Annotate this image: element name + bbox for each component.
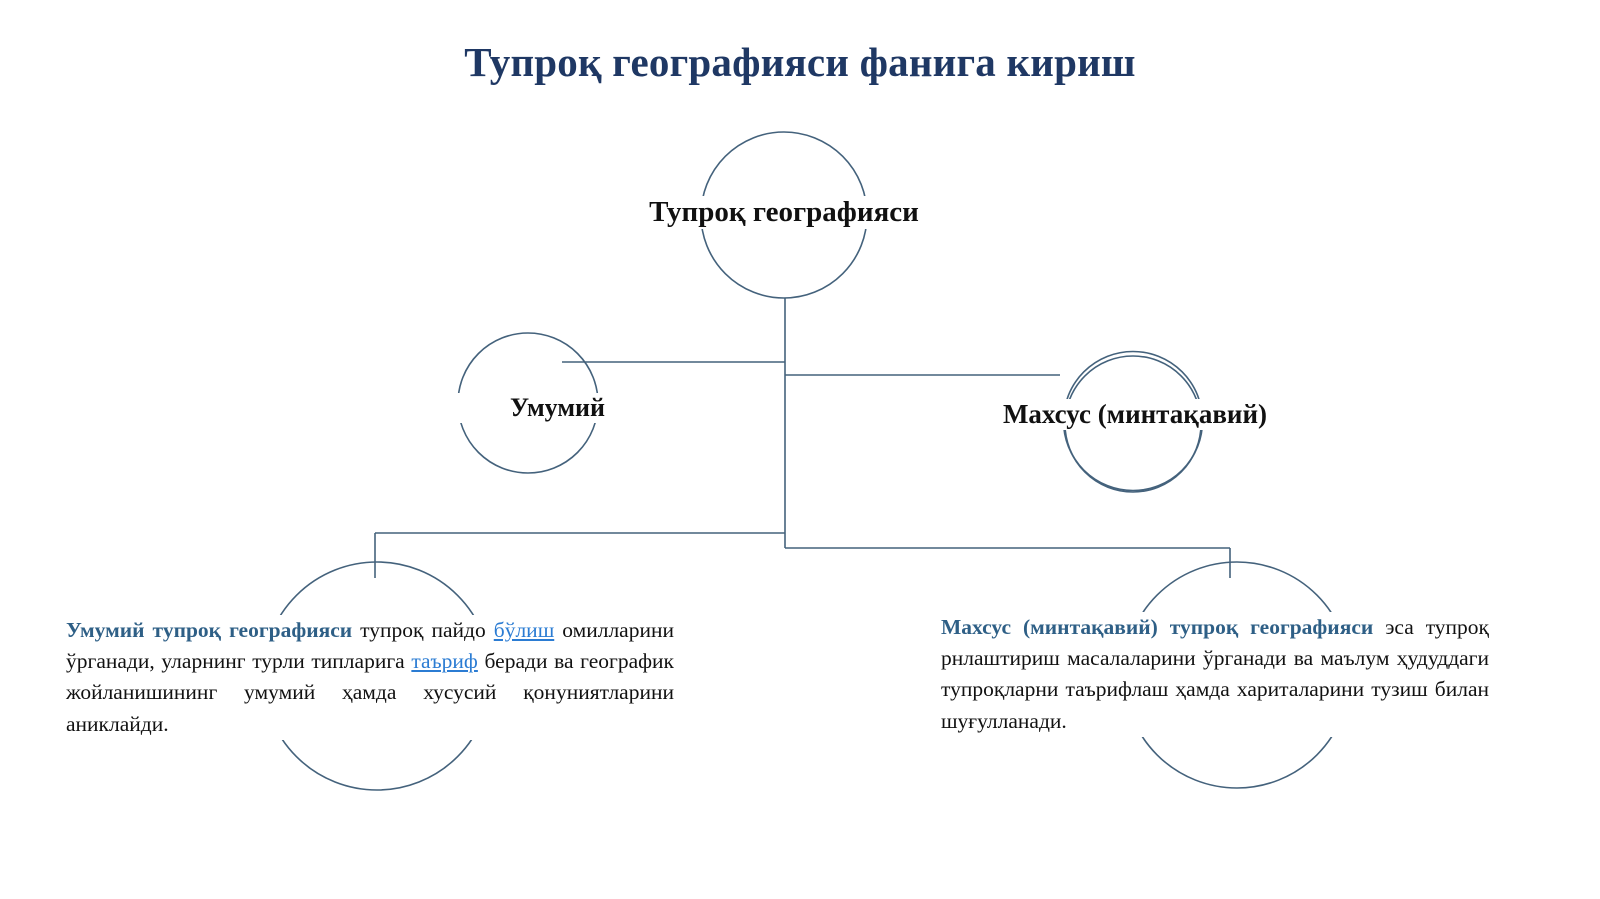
page-title: Тупроқ географияси фанига кириш: [464, 39, 1136, 85]
special-detail-lead-in: Махсус (минтақавий) тупроқ географияси: [941, 615, 1374, 639]
node-label-special: Махсус (минтақавий): [880, 399, 1390, 431]
node-text-special-detail: Махсус (минтақавий) тупроқ географияси э…: [941, 612, 1489, 737]
general-detail-lead-in: Умумий тупроқ географияси: [66, 618, 353, 642]
node-label-root: Тупроқ географияси: [500, 196, 1068, 230]
general-detail-link-tarif[interactable]: таъриф: [411, 649, 478, 674]
special-detail-body: эса тупроқ рнлаштириш масалаларини ўрган…: [941, 615, 1490, 733]
general-detail-link-bulish[interactable]: бўлиш: [493, 618, 555, 642]
general-detail-body-1: тупроқ пайдо: [352, 618, 494, 642]
node-text-general-detail: Умумий тупроқ географияси тупроқ пайдо б…: [66, 615, 674, 740]
general-detail-body-3: беради ва географик жойланишининг умумий…: [66, 649, 674, 736]
node-label-general: Умумий: [400, 393, 715, 423]
general-detail-body-2: омилларини ўрганади, уларнинг турли типл…: [66, 618, 674, 674]
